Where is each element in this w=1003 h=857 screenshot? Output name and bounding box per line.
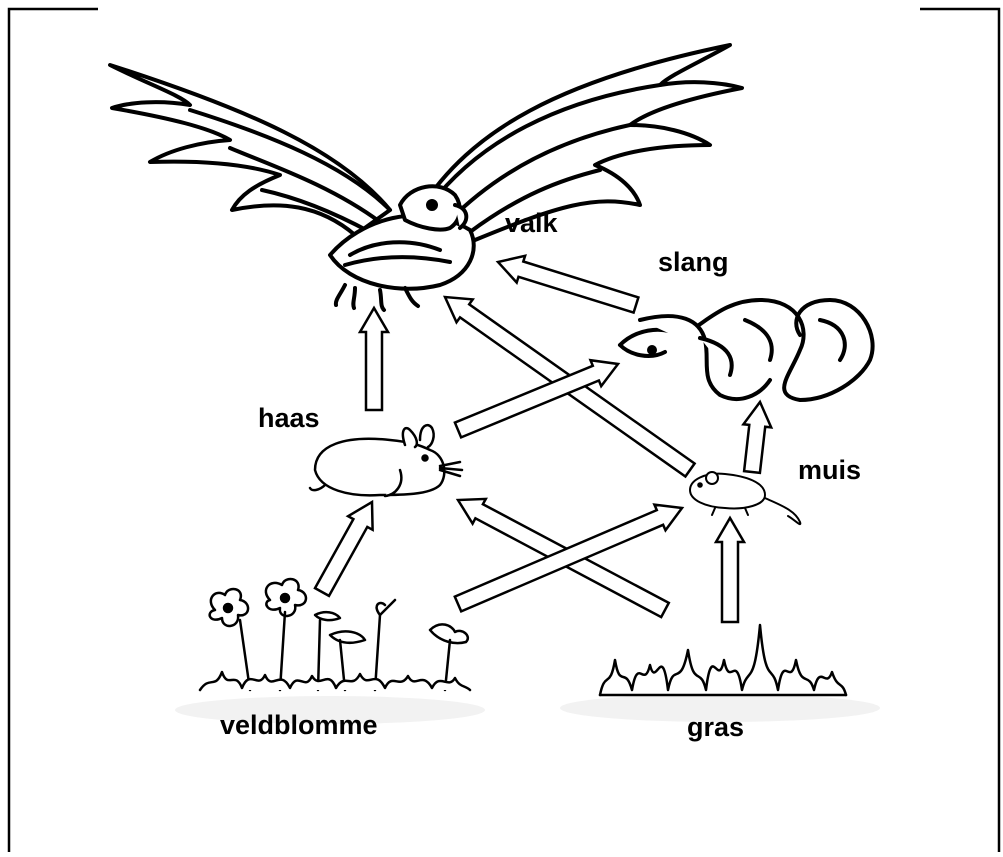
muis-icon: [690, 472, 800, 524]
arrow-haas-to-valk: [360, 308, 388, 410]
label-haas: haas: [258, 403, 320, 434]
gras-icon: [600, 625, 846, 695]
arrow-muis-to-slang: [743, 402, 771, 473]
veldblomme-icon: [200, 579, 470, 690]
label-valk: valk: [505, 208, 558, 239]
slang-icon: [620, 300, 873, 400]
arrow-slang-to-valk: [498, 256, 638, 313]
label-muis: muis: [798, 455, 861, 486]
arrow-gras-to-muis: [716, 518, 744, 622]
label-veldblomme: veldblomme: [220, 710, 378, 741]
arrow-veldblomme-to-haas: [315, 502, 373, 596]
label-gras: gras: [687, 712, 744, 743]
valk-icon: [110, 45, 742, 310]
label-slang: slang: [658, 247, 729, 278]
haas-icon: [310, 425, 462, 496]
